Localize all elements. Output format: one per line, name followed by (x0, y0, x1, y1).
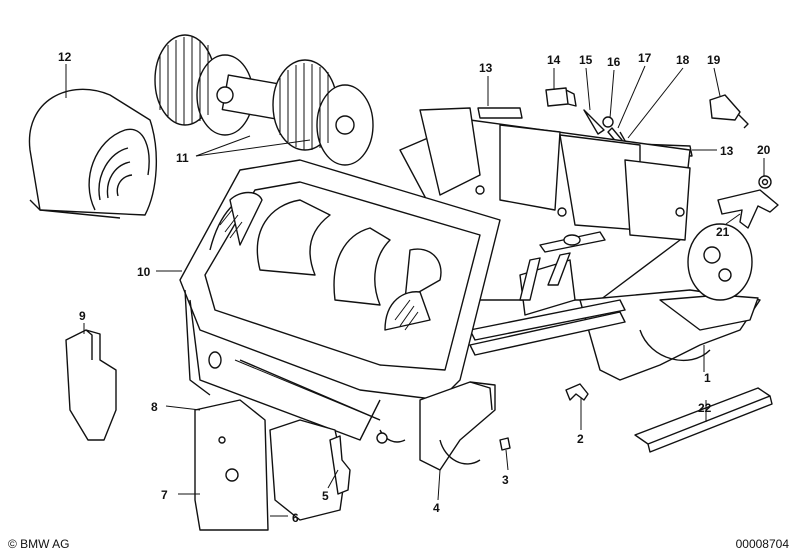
seal-strip-part-22 (634, 387, 773, 453)
nut-part-20 (758, 175, 772, 189)
insulation-pad-part-7 (194, 399, 269, 531)
heater-housing-lower (579, 223, 761, 381)
part-label-11: 11 (176, 151, 189, 165)
part-label-5: 5 (322, 489, 329, 503)
part-label-9: 9 (79, 309, 86, 323)
part-label-10: 10 (137, 265, 151, 279)
part-label-4: 4 (433, 501, 440, 515)
part-label-15: 15 (579, 53, 593, 67)
part-label-20: 20 (757, 143, 771, 157)
clip-part-3 (499, 437, 511, 451)
water-valve-pipes (469, 231, 626, 356)
bracket-part-5 (329, 435, 351, 495)
clip-part-14 (545, 87, 577, 107)
part-label-14: 14 (547, 53, 561, 67)
part-label-1: 1 (704, 371, 711, 385)
lever-part-21 (717, 189, 779, 229)
part-label-13-right: 13 (720, 144, 734, 158)
screw-part-15 (583, 109, 605, 135)
part-label-12: 12 (58, 50, 72, 64)
clip-part-2 (565, 383, 589, 401)
part-label-3: 3 (502, 473, 509, 487)
part-label-21: 21 (716, 225, 730, 239)
diagram-id-number: 00008704 (735, 537, 789, 551)
part-label-2: 2 (577, 432, 584, 446)
part-label-6: 6 (292, 511, 299, 525)
part-label-7: 7 (161, 488, 168, 502)
part-label-19: 19 (707, 53, 721, 67)
foam-strip-upper (477, 107, 523, 119)
part-label-16: 16 (607, 55, 621, 69)
part-label-17: 17 (638, 51, 652, 65)
part-label-13-upper: 13 (479, 61, 493, 75)
lower-duct-part-4 (376, 381, 496, 471)
washer-part-16 (602, 116, 614, 128)
copyright-text: © BMW AG (8, 537, 70, 551)
front-housing-frame (179, 159, 501, 441)
part-labels: 1 2 3 4 5 6 7 8 9 10 11 12 13 13 14 15 1… (58, 50, 771, 525)
part-label-22: 22 (698, 401, 712, 415)
blower-housing-half (28, 88, 158, 219)
blower-wheels-motor (154, 34, 374, 166)
part-label-18: 18 (676, 53, 690, 67)
sensor-part-19 (709, 94, 749, 129)
cover-part-9 (65, 329, 117, 441)
part-label-8: 8 (151, 400, 158, 414)
leader-lines (65, 64, 765, 517)
